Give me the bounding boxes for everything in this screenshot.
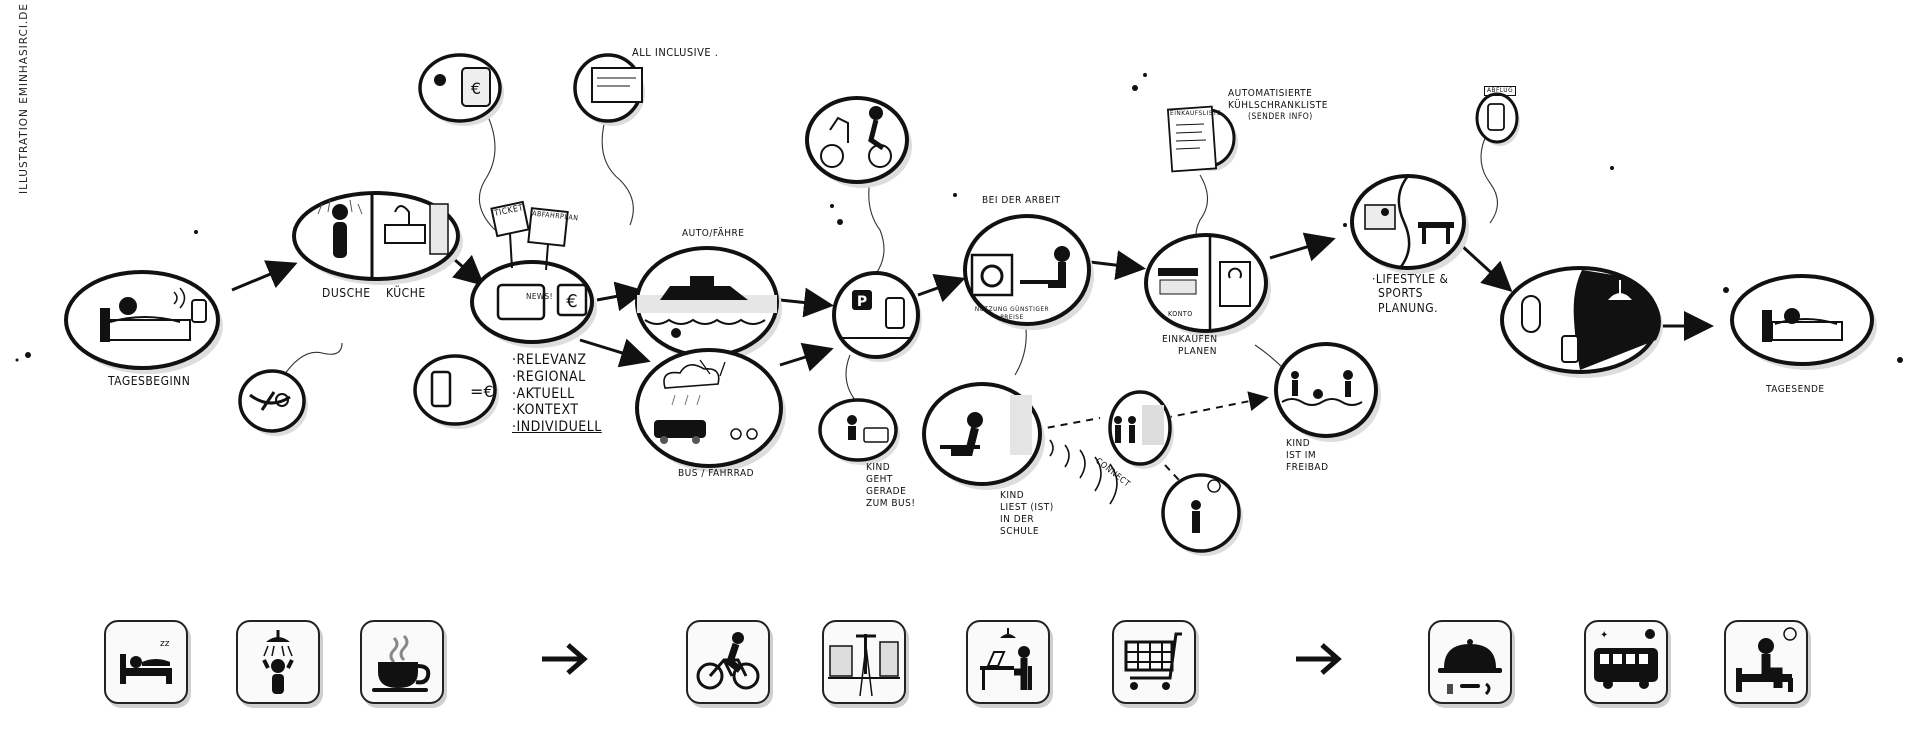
tile-bicycle — [686, 620, 770, 704]
stage-bus-bubble — [635, 348, 786, 472]
abflug-balloon — [1475, 92, 1520, 146]
flow-arrows — [231, 232, 1714, 372]
label-bus-fahrrad: BUS / FAHRRAD — [678, 468, 755, 479]
shower-icon — [262, 630, 294, 694]
signal-waves — [1049, 439, 1118, 505]
svg-text:€: € — [566, 291, 577, 312]
abflug-label: ABFLUG — [1484, 86, 1517, 96]
automatisierte-text: AUTOMATISIERTE KÜHLSCHRANKLISTE (SENDER … — [1228, 88, 1328, 122]
bottom-arrow-2 — [1296, 643, 1342, 675]
tile-sitting — [1724, 620, 1808, 704]
einkaufsliste-label: EINKAUFSLISTE — [1170, 109, 1222, 117]
shopping-list-balloon — [1166, 105, 1238, 173]
svg-text:P: P — [857, 294, 867, 310]
mainau-balloon: € — [418, 53, 504, 126]
label-kueche: KÜCHE — [386, 286, 426, 300]
connect-bubble-1 — [1108, 390, 1174, 469]
all-inclusive-balloon — [573, 53, 645, 126]
lifestyle-text: ·LIFESTYLE & SPORTS PLANUNG. — [1372, 272, 1449, 315]
konto-label: KONTO — [1168, 310, 1193, 318]
svg-text:€: € — [471, 79, 481, 98]
stage-parking-bubble: P — [832, 271, 922, 362]
serving-dish-icon — [1438, 639, 1502, 696]
news-item: ·REGIONAL — [512, 368, 586, 385]
shopping-cart-icon — [1124, 632, 1182, 690]
stage-einkaufen-bubble — [1144, 233, 1271, 337]
news-item: ·KONTEXT — [512, 402, 579, 419]
bike-balloon — [805, 96, 912, 188]
coffee-cup-icon — [372, 634, 431, 692]
connect-bubble-2 — [1161, 473, 1243, 556]
news-item: ·AKTUELL — [512, 385, 575, 402]
kid-freibad-text: KIND IST IM FREIBAD — [1286, 438, 1329, 473]
kid-bus-text: KIND GEHT GERADE ZUM BUS! — [866, 462, 916, 509]
tile-street — [822, 620, 906, 704]
tile-desk — [966, 620, 1050, 704]
kid-school-text: KIND LIEST (IST) IN DER SCHULE — [1000, 490, 1054, 537]
street-icon — [828, 634, 900, 697]
einkaufen-text: EINKAUFEN PLANEN — [1162, 334, 1218, 357]
stage-evening-bubble — [1500, 266, 1663, 378]
news-criteria-list: ·RELEVANZ ·REGIONAL ·AKTUELL ·KONTEXT ·I… — [512, 352, 602, 436]
alarm-bubble — [238, 369, 308, 436]
tile-dish — [1428, 620, 1512, 704]
label-dusche: DUSCHE — [322, 286, 371, 300]
label-all-inclusive: ALL INCLUSIVE . — [632, 46, 719, 59]
sitting-bed-icon — [1736, 627, 1797, 692]
tile-coffee — [360, 620, 444, 704]
stage-dusche-kueche-bubble — [292, 191, 463, 285]
stage-tagesbeginn-bubble — [64, 270, 223, 374]
label-nutzung: NUTZUNG GÜNSTIGER PREISE — [974, 305, 1050, 321]
tile-bus: ✦ — [1584, 620, 1668, 704]
phone-euro-bubble: =€ — [413, 354, 499, 429]
svg-text:=€: =€ — [470, 382, 494, 401]
stage-lifestyle-bubble — [1350, 174, 1469, 274]
stage-transport-bubble — [635, 246, 782, 362]
bottom-arrow-1 — [542, 643, 588, 675]
bus-icon: ✦ — [1594, 629, 1658, 689]
tile-bed: zz — [104, 620, 188, 704]
label-tagesbeginn: TAGESBEGINN — [108, 374, 191, 388]
svg-text:zz: zz — [160, 639, 170, 649]
bicycle-icon — [696, 632, 760, 690]
news-item: ·RELEVANZ — [512, 352, 587, 368]
kid-bus-bubble — [818, 398, 900, 465]
stage-news-bubble: € — [470, 260, 597, 348]
school-bubble — [922, 382, 1045, 490]
bed-icon: zz — [120, 639, 172, 684]
tile-cart — [1112, 620, 1196, 704]
news-item: ·INDIVIDUELL — [512, 419, 602, 436]
illustration-credit: ILLUSTRATION EMINHASIRCI.DE — [18, 3, 30, 194]
news-sign-label: NEWS! — [526, 292, 553, 301]
swim-bubble — [1274, 342, 1381, 442]
desk-work-icon — [980, 628, 1032, 690]
stage-tagesende-bubble — [1730, 274, 1877, 370]
label-bei-der-arbeit: BEI DER ARBEIT — [982, 195, 1061, 206]
ticket-sign — [490, 200, 569, 271]
stage-arbeit-bubble — [963, 214, 1094, 330]
label-auto-faehre: AUTO/FÄHRE — [682, 228, 745, 239]
tile-shower — [236, 620, 320, 704]
label-tagesende: TAGESENDE — [1766, 384, 1825, 395]
svg-text:✦: ✦ — [1600, 630, 1608, 641]
